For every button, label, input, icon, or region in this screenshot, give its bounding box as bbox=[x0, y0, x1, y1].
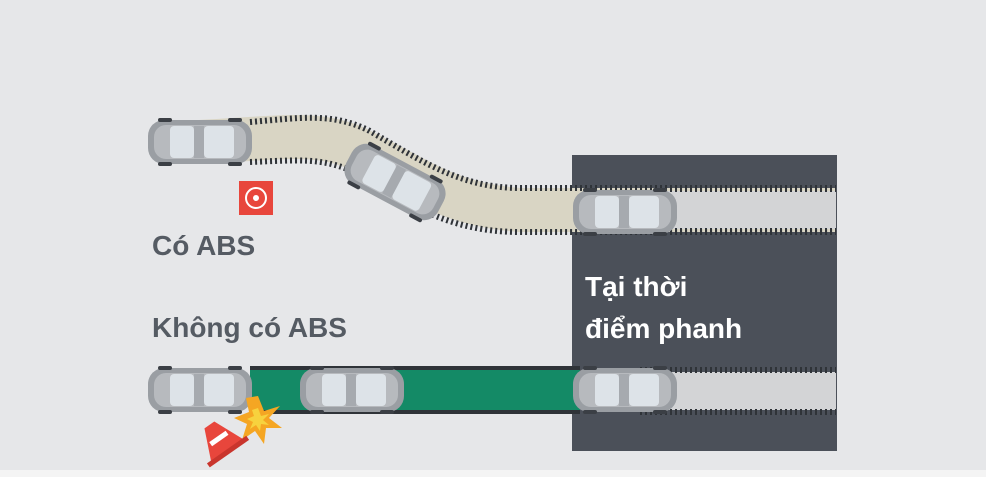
car-icon bbox=[300, 366, 404, 414]
warning-square-icon bbox=[239, 181, 273, 215]
brake-moment-label: Tại thời điểm phanh bbox=[585, 266, 742, 350]
traffic-cone-icon bbox=[204, 421, 250, 468]
with-abs-label: Có ABS bbox=[152, 230, 256, 261]
abs-track-top bbox=[249, 114, 836, 191]
collision-spark-icon bbox=[234, 396, 282, 444]
no-abs-path bbox=[250, 370, 580, 410]
brake-moment-line2: điểm phanh bbox=[585, 313, 743, 344]
car-icon bbox=[573, 366, 677, 414]
car-icon bbox=[148, 118, 252, 166]
without-abs-label: Không có ABS bbox=[152, 312, 347, 343]
car-icon bbox=[148, 366, 252, 414]
bottom-strip bbox=[0, 470, 986, 477]
car-icon bbox=[573, 188, 677, 236]
brake-moment-line1: Tại thời bbox=[585, 271, 688, 302]
